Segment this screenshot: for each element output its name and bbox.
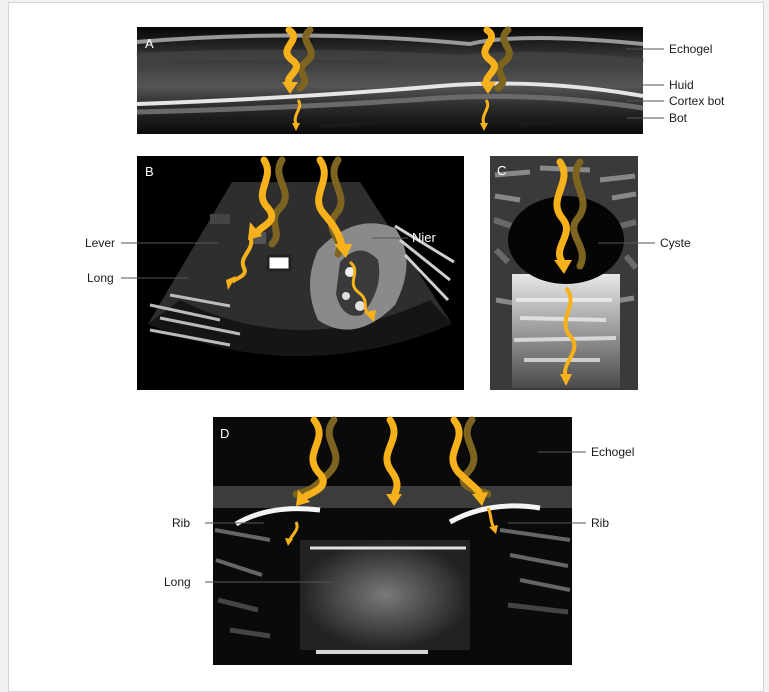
label-long: Long <box>87 271 114 285</box>
vessel <box>268 256 290 270</box>
label-nier: Nier <box>412 230 437 245</box>
lung-artifact <box>300 540 470 650</box>
panel-d: D Echogel Rib Rib Long <box>164 417 634 665</box>
label-echogel-d: Echogel <box>591 445 634 459</box>
panel-b: B Lever Long Nier <box>85 156 464 390</box>
panel-a: A Echogel Huid Cortex bot Bot <box>137 27 725 134</box>
label-long-d: Long <box>164 575 191 589</box>
label-cortex-bot: Cortex bot <box>669 94 725 108</box>
label-bot: Bot <box>669 111 688 125</box>
label-echogel: Echogel <box>669 42 712 56</box>
panel-c-letter: C <box>497 163 506 178</box>
label-rib-left: Rib <box>172 516 190 530</box>
label-lever: Lever <box>85 236 115 250</box>
panel-a-letter: A <box>145 36 154 51</box>
label-cyste: Cyste <box>660 236 691 250</box>
panel-d-letter: D <box>220 426 229 441</box>
panel-c: C Cyste <box>490 156 691 390</box>
label-rib-right: Rib <box>591 516 609 530</box>
label-huid: Huid <box>669 78 694 92</box>
panel-b-letter: B <box>145 164 154 179</box>
